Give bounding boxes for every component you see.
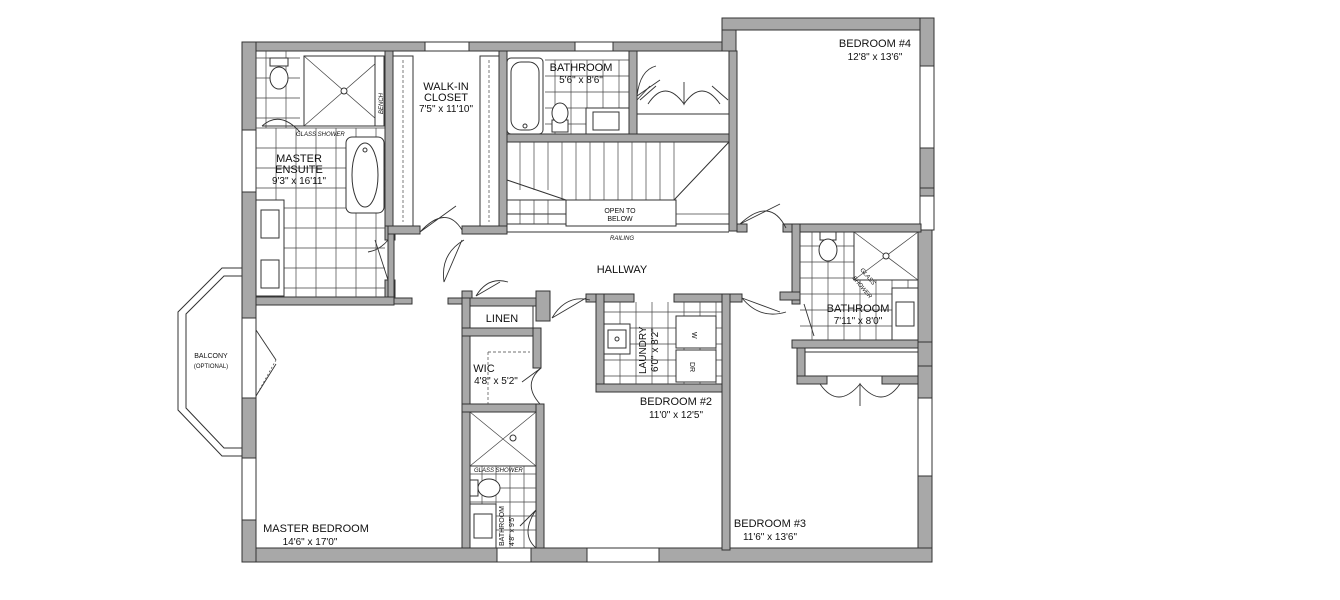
balcony-label: BALCONY	[194, 353, 228, 360]
wic-name: WIC	[473, 363, 494, 375]
laundry-dim: 6'0" x 8'2"	[650, 328, 661, 372]
bedroom-4: BEDROOM #4 12'8" x 13'6"	[739, 38, 911, 229]
bedroom2-name: BEDROOM #2	[640, 396, 712, 408]
walkin-name2: CLOSET	[424, 92, 468, 104]
bathroom-small: GLASS SHOWER BATHROOM 4'8" x 9'5"	[469, 411, 537, 549]
washer-label: W	[690, 332, 697, 339]
master-bedroom-name: MASTER BEDROOM	[263, 523, 369, 535]
bathroom-right-name: BATHROOM	[827, 303, 890, 315]
bench-label: BENCH	[379, 92, 385, 114]
wic-dim: 4'8" x 5'2"	[474, 376, 518, 387]
stairs: OPEN TO BELOW RAILING	[506, 141, 730, 242]
bedroom2-dim: 11'0" x 12'5"	[649, 410, 704, 421]
laundry: W DR LAUNDRY 6'0" x 8'2"	[603, 302, 722, 384]
linen-label: LINEN	[486, 313, 518, 325]
bedroom3-dim: 11'6" x 13'6"	[743, 532, 798, 543]
bathroom-top: BATHROOM 5'6" x 8'6"	[506, 57, 661, 135]
hallway: HALLWAY	[442, 239, 815, 337]
bedroom4-dim: 12'8" x 13'6"	[848, 52, 903, 63]
bedroom3-closet	[804, 351, 919, 406]
balcony-note: (OPTIONAL)	[194, 364, 228, 370]
bathroom-small-dim: 4'8" x 9'5"	[509, 515, 516, 546]
balcony: BALCONY (OPTIONAL)	[177, 267, 277, 457]
ensuite-name1: MASTER	[276, 153, 322, 165]
bedroom-3: BEDROOM #3 11'6" x 13'6"	[734, 518, 806, 543]
wic: WIC 4'8" x 5'2"	[473, 351, 542, 405]
windows	[241, 41, 935, 563]
open-to-below-2: BELOW	[607, 216, 633, 223]
linen: LINEN	[469, 305, 534, 329]
walkin-name1: WALK-IN	[423, 81, 468, 93]
bathroom-top-dim: 5'6" x 8'6"	[559, 75, 603, 86]
walk-in-closet: WALK-IN CLOSET 7'5" x 11'10"	[392, 55, 500, 233]
open-to-below-1: OPEN TO	[604, 208, 636, 215]
dryer-label: DR	[688, 362, 695, 372]
railing-label: RAILING	[610, 236, 634, 242]
laundry-name: LAUNDRY	[638, 326, 649, 374]
bedroom-2: BEDROOM #2 11'0" x 12'5"	[640, 396, 712, 421]
bedroom4-name: BEDROOM #4	[839, 38, 911, 50]
master-ensuite: BENCH GLASS SHOWER MASTER ENSUITE 9'3" x…	[255, 51, 389, 297]
ensuite-name2: ENSUITE	[275, 164, 323, 176]
bathroom-right-dim: 7'11" x 8'0"	[834, 316, 883, 327]
glass-shower-small-label: GLASS SHOWER	[474, 468, 523, 474]
hallway-label: HALLWAY	[597, 264, 648, 276]
bathroom-right: GLASS SHOWER BATHROOM 7'11" x 8'0"	[800, 231, 919, 341]
bedroom4-closet	[636, 82, 730, 135]
bedroom3-name: BEDROOM #3	[734, 518, 806, 530]
ensuite-dim: 9'3" x 16'11"	[272, 176, 327, 187]
master-bedroom-dim: 14'6" x 17'0"	[283, 537, 338, 548]
bathroom-top-name: BATHROOM	[550, 62, 613, 74]
master-bedroom: MASTER BEDROOM 14'6" x 17'0"	[255, 305, 369, 548]
glass-shower-label: GLASS SHOWER	[296, 132, 345, 138]
walkin-dim: 7'5" x 11'10"	[419, 104, 474, 115]
bathroom-small-name: BATHROOM	[499, 506, 506, 546]
interior-walls	[255, 50, 922, 551]
